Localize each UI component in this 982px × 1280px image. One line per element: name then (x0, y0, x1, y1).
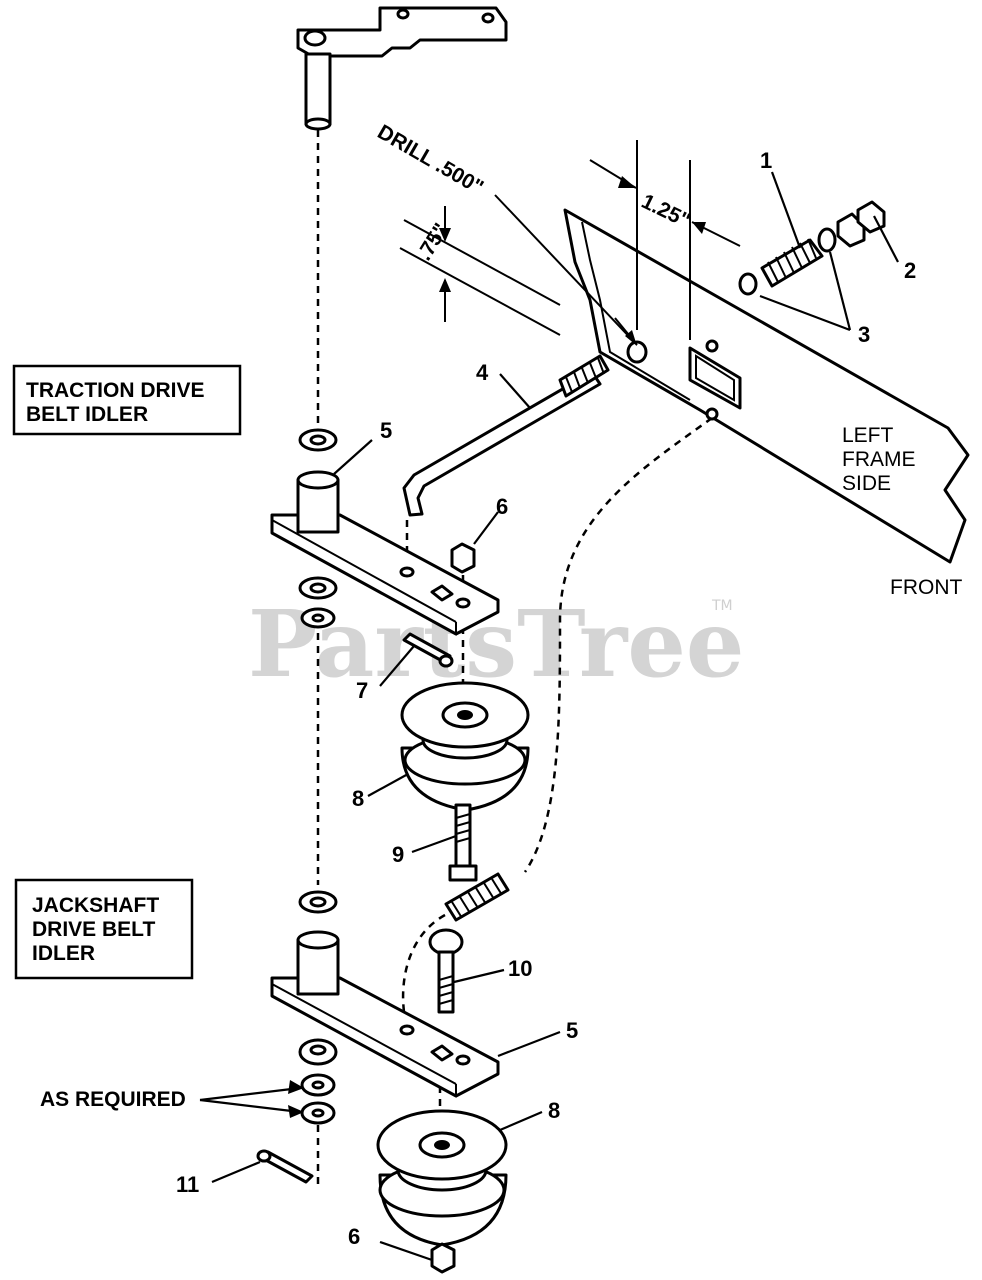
callout-1: 1 (760, 148, 772, 173)
callout-2: 2 (904, 258, 916, 283)
callout-11: 11 (176, 1172, 199, 1197)
callout-5-lower: 5 (566, 1018, 578, 1043)
lower-cotter-pin (256, 1149, 314, 1184)
callout-9: 9 (392, 842, 404, 867)
top-bracket (296, 6, 508, 131)
spring-and-hardware (738, 200, 886, 296)
carriage-bolt (428, 928, 464, 1014)
adjusting-rod (402, 354, 610, 517)
callout-leaders (199, 171, 899, 1262)
callout-8-lower: 8 (548, 1098, 560, 1123)
upper-washers (298, 576, 338, 629)
callout-8-upper: 8 (352, 786, 364, 811)
callout-6-lower: 6 (348, 1224, 360, 1249)
callout-5-upper: 5 (380, 418, 392, 443)
jackshaft-box-line-2: DRIVE BELT (32, 918, 155, 941)
lower-washers (298, 1038, 338, 1125)
upper-idler-bracket (270, 428, 500, 636)
callout-3: 3 (858, 322, 870, 347)
horizontal-offset-label: 1.25" (638, 190, 694, 233)
callout-4: 4 (476, 360, 489, 385)
lower-nut (430, 1242, 456, 1274)
traction-box-line-2: BELT IDLER (26, 403, 148, 426)
callout-7: 7 (356, 678, 368, 703)
dimension-lines (399, 140, 741, 346)
lower-idler-bracket (270, 890, 500, 1098)
watermark-trademark: TM (711, 598, 733, 614)
left-frame-side (563, 208, 970, 564)
frame-side-line-3: SIDE (842, 472, 891, 495)
traction-drive-belt-idler-box: TRACTION DRIVE BELT IDLER (12, 364, 242, 436)
front-label: FRONT (890, 576, 962, 599)
callout-numbers: 1 2 3 4 5 6 7 8 9 10 5 8 11 6 AS REQUIRE… (40, 148, 916, 1249)
spring-path-upper (523, 416, 713, 873)
extension-spring (444, 872, 510, 922)
upper-nut (450, 542, 476, 574)
callout-6-upper: 6 (496, 494, 508, 519)
upper-pulley (400, 681, 530, 812)
drill-dimension-label: DRILL .500" (374, 120, 488, 199)
lower-pulley (376, 1109, 508, 1247)
frame-side-line-2: FRAME (842, 448, 916, 471)
cotter-pin (402, 632, 454, 668)
frame-side-line-1: LEFT (842, 424, 894, 447)
jackshaft-box-line-1: JACKSHAFT (32, 894, 159, 917)
traction-box-line-1: TRACTION DRIVE (26, 379, 205, 402)
jackshaft-box-line-3: IDLER (32, 942, 95, 965)
callout-10: 10 (508, 956, 532, 981)
bolt (448, 803, 478, 882)
jackshaft-drive-belt-idler-box: JACKSHAFT DRIVE BELT IDLER (14, 878, 194, 980)
as-required-label: AS REQUIRED (40, 1088, 186, 1111)
